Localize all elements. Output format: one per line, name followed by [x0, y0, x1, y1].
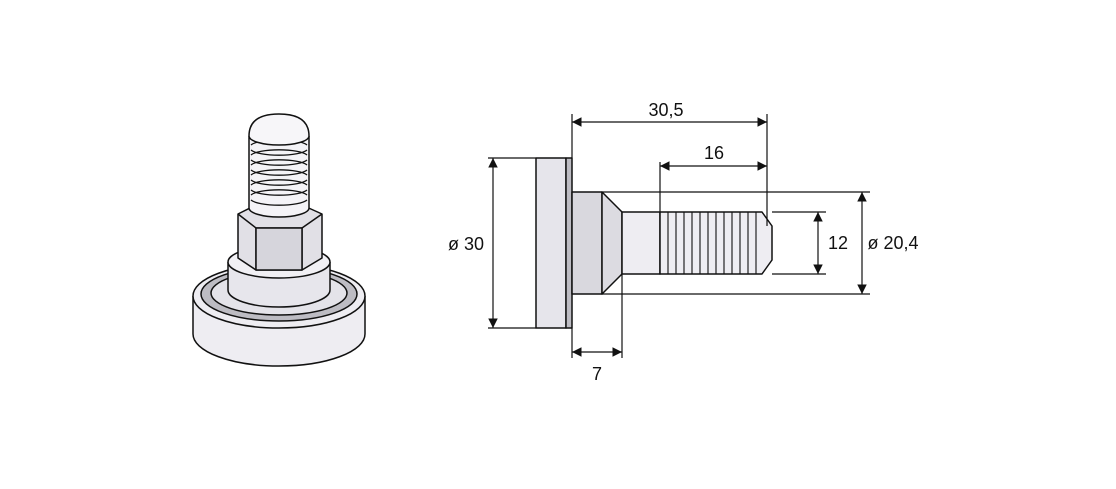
bolt-hex-nut [237, 204, 323, 271]
neck [621, 211, 661, 275]
head-disc [535, 157, 567, 329]
dimension-labels: 30,5 16 ø 30 12 ø 20,4 7 [448, 100, 919, 384]
bolt-side-view [535, 157, 773, 329]
head-disc-face [565, 157, 573, 329]
thread-diameter-label: 12 [828, 233, 848, 253]
dimension-lines [488, 114, 870, 358]
bolt-3d-view [192, 113, 366, 367]
bolt-thread [248, 113, 310, 218]
shoulder-diameter-label: ø 20,4 [867, 233, 918, 253]
overall-length-label: 30,5 [648, 100, 683, 120]
shoulder-cone [601, 191, 623, 295]
shoulder [571, 191, 603, 295]
head-thickness-label: 7 [592, 364, 602, 384]
thread-length-label: 16 [704, 143, 724, 163]
head-diameter-label: ø 30 [448, 234, 484, 254]
